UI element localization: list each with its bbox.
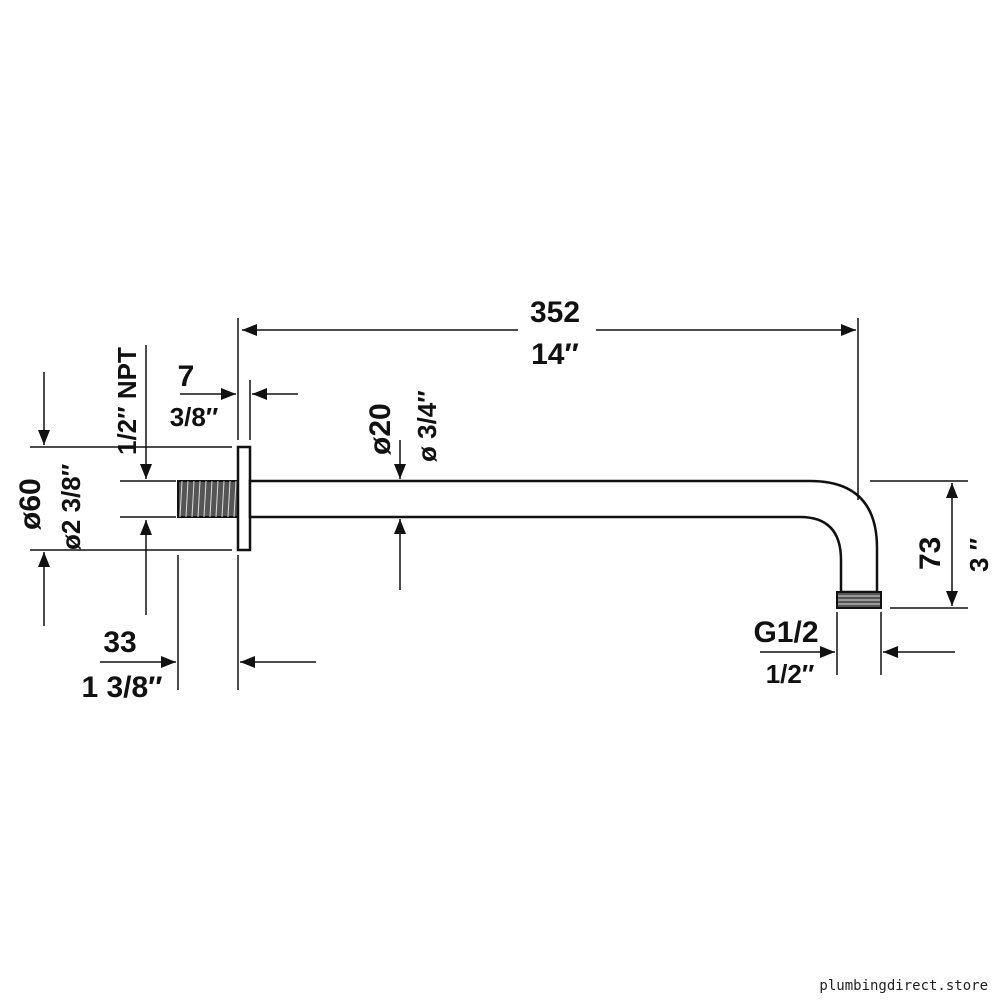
thread-length-dimension (100, 555, 316, 690)
flange-diameter-dimension (30, 372, 232, 626)
npt-label: 1/2″ NPT (112, 347, 142, 455)
thread-length-in-label: 1 3/8″ (81, 671, 162, 704)
npt-thread-inlet (177, 480, 239, 518)
flange-diameter-in-label: ø2 3/8″ (56, 464, 86, 550)
drop-height-dimension (870, 480, 968, 609)
length-dimension (237, 318, 859, 500)
flange-thickness-mm-label: 7 (178, 360, 195, 393)
pipe-diameter-in-label: ø 3/4″ (412, 390, 442, 462)
outlet-thread-g-label: G1/2 (753, 616, 818, 649)
drop-height-in-label: 3 ″ (964, 538, 994, 572)
watermark: plumbingdirect.store (819, 978, 988, 994)
g-thread-outlet (836, 591, 882, 609)
flange-thickness-dimension (180, 380, 298, 440)
length-in-label: 14″ (531, 338, 579, 371)
thread-length-mm-label: 33 (103, 626, 136, 659)
pipe-diameter-mm-label: ø20 (364, 403, 397, 455)
length-mm-label: 352 (530, 296, 580, 329)
flange-thickness-in-label: 3/8″ (170, 402, 219, 432)
flange-diameter-mm-label: ø60 (14, 478, 47, 530)
shower-arm-pipe (248, 479, 879, 594)
outlet-thread-dimension (760, 612, 955, 675)
outlet-thread-in-label: 1/2″ (766, 659, 815, 689)
drop-height-mm-label: 73 (914, 537, 947, 570)
wall-flange (236, 445, 252, 552)
